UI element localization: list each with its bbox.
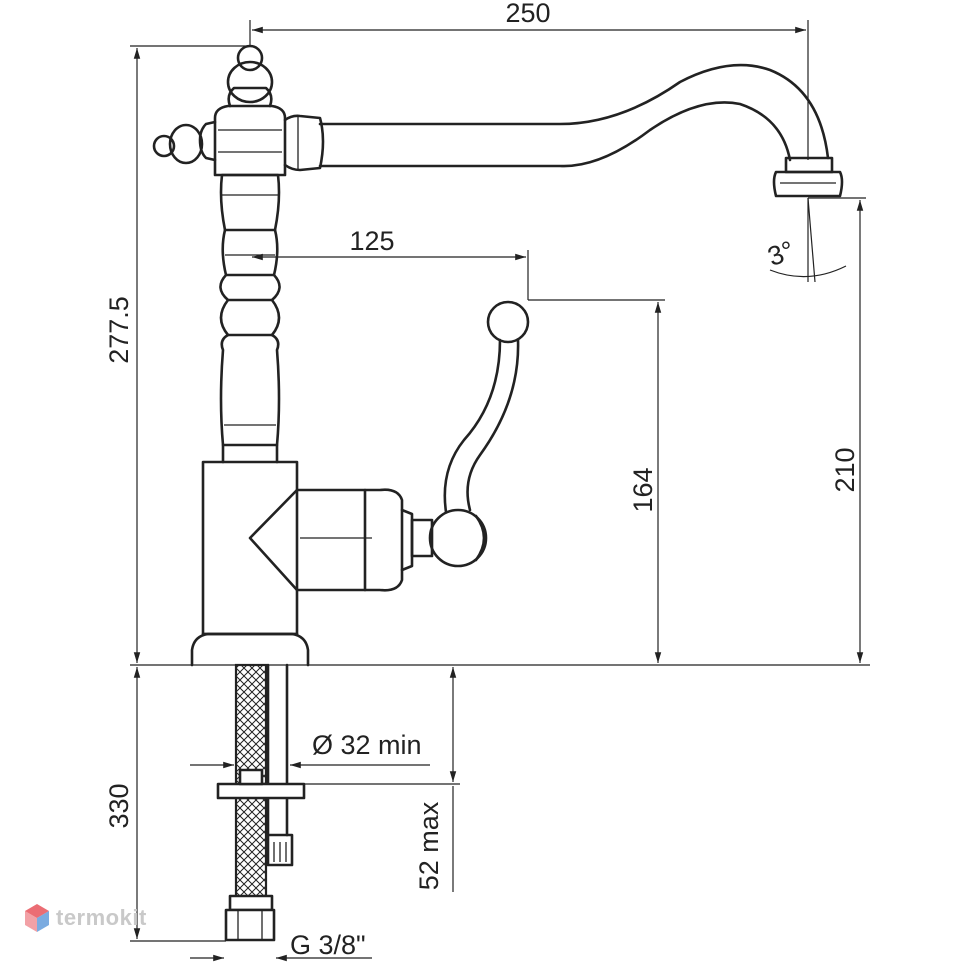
faucet-outline <box>152 44 844 942</box>
hexagon-cube-icon <box>25 904 49 932</box>
dim-lever-height: 164 <box>628 467 658 512</box>
dimension-lines <box>130 20 866 962</box>
dim-connection-thread: G 3/8" <box>290 930 366 960</box>
dim-hole-diameter-label: Ø 32 min <box>312 730 422 760</box>
dim-spout-reach: 250 <box>505 0 550 28</box>
dim-hose-length: 330 <box>104 783 134 828</box>
dim-total-height: 277.5 <box>104 296 134 364</box>
dim-worktop-thickness: 52 max <box>414 801 444 890</box>
watermark: termokit <box>24 903 147 933</box>
dim-spout-angle: 3° <box>764 235 799 272</box>
dim-spout-height: 210 <box>830 447 860 492</box>
watermark-brand: termokit <box>56 905 147 930</box>
dim-lever-reach: 125 <box>349 226 394 256</box>
